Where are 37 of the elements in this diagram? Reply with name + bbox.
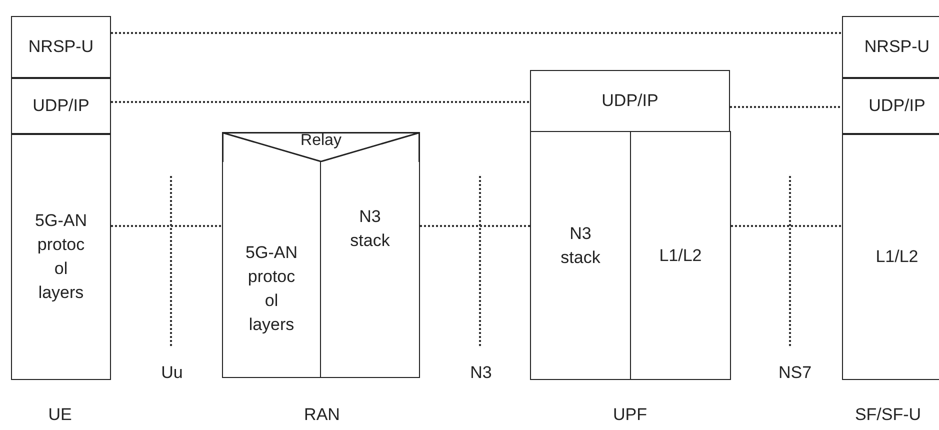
connector-line <box>111 225 222 227</box>
protocol-layer-box <box>530 131 631 380</box>
entity-label: UE <box>48 405 72 425</box>
entity-label: RAN <box>304 405 340 425</box>
protocol-layer-box <box>842 16 939 78</box>
connector-line <box>731 225 842 227</box>
protocol-layer-box <box>320 161 420 378</box>
layer-name: UDP/IP <box>600 90 660 112</box>
protocol-layer-box <box>11 78 111 134</box>
protocol-layer-box <box>842 134 939 380</box>
layer-name: N3 stack <box>349 206 391 252</box>
protocol-layer-box <box>842 78 939 134</box>
layer-name: N3 stack <box>560 222 602 268</box>
protocol-layer-box <box>11 16 111 78</box>
layer-name: NRSP-U <box>27 36 95 58</box>
protocol-layer-box <box>222 161 321 378</box>
interface-label: Uu <box>161 363 183 383</box>
interface-label: N3 <box>470 363 492 383</box>
layer-name: L1/L2 <box>658 244 703 266</box>
relay-triangle <box>222 132 420 162</box>
protocol-layer-box <box>630 131 731 380</box>
entity-label: UPF <box>613 405 647 425</box>
layer-name: UDP/IP <box>868 95 926 117</box>
interface-label: NS7 <box>778 363 812 383</box>
layer-name: UDP/IP <box>32 95 90 117</box>
connector-line <box>111 101 530 103</box>
layer-name: L1/L2 <box>874 246 920 268</box>
protocol-layer-box <box>11 134 111 380</box>
layer-name: Relay <box>300 131 342 151</box>
protocol-layer-box <box>530 70 730 132</box>
connector-line <box>111 32 842 34</box>
entity-label: SF/SF-U <box>854 405 922 425</box>
connector-line <box>420 225 530 227</box>
connector-line <box>730 106 842 108</box>
layer-name: NRSP-U <box>863 36 931 58</box>
layer-name: 5G-AN protoc ol layers <box>244 242 298 336</box>
layer-name: 5G-AN protoc ol layers <box>34 210 88 304</box>
